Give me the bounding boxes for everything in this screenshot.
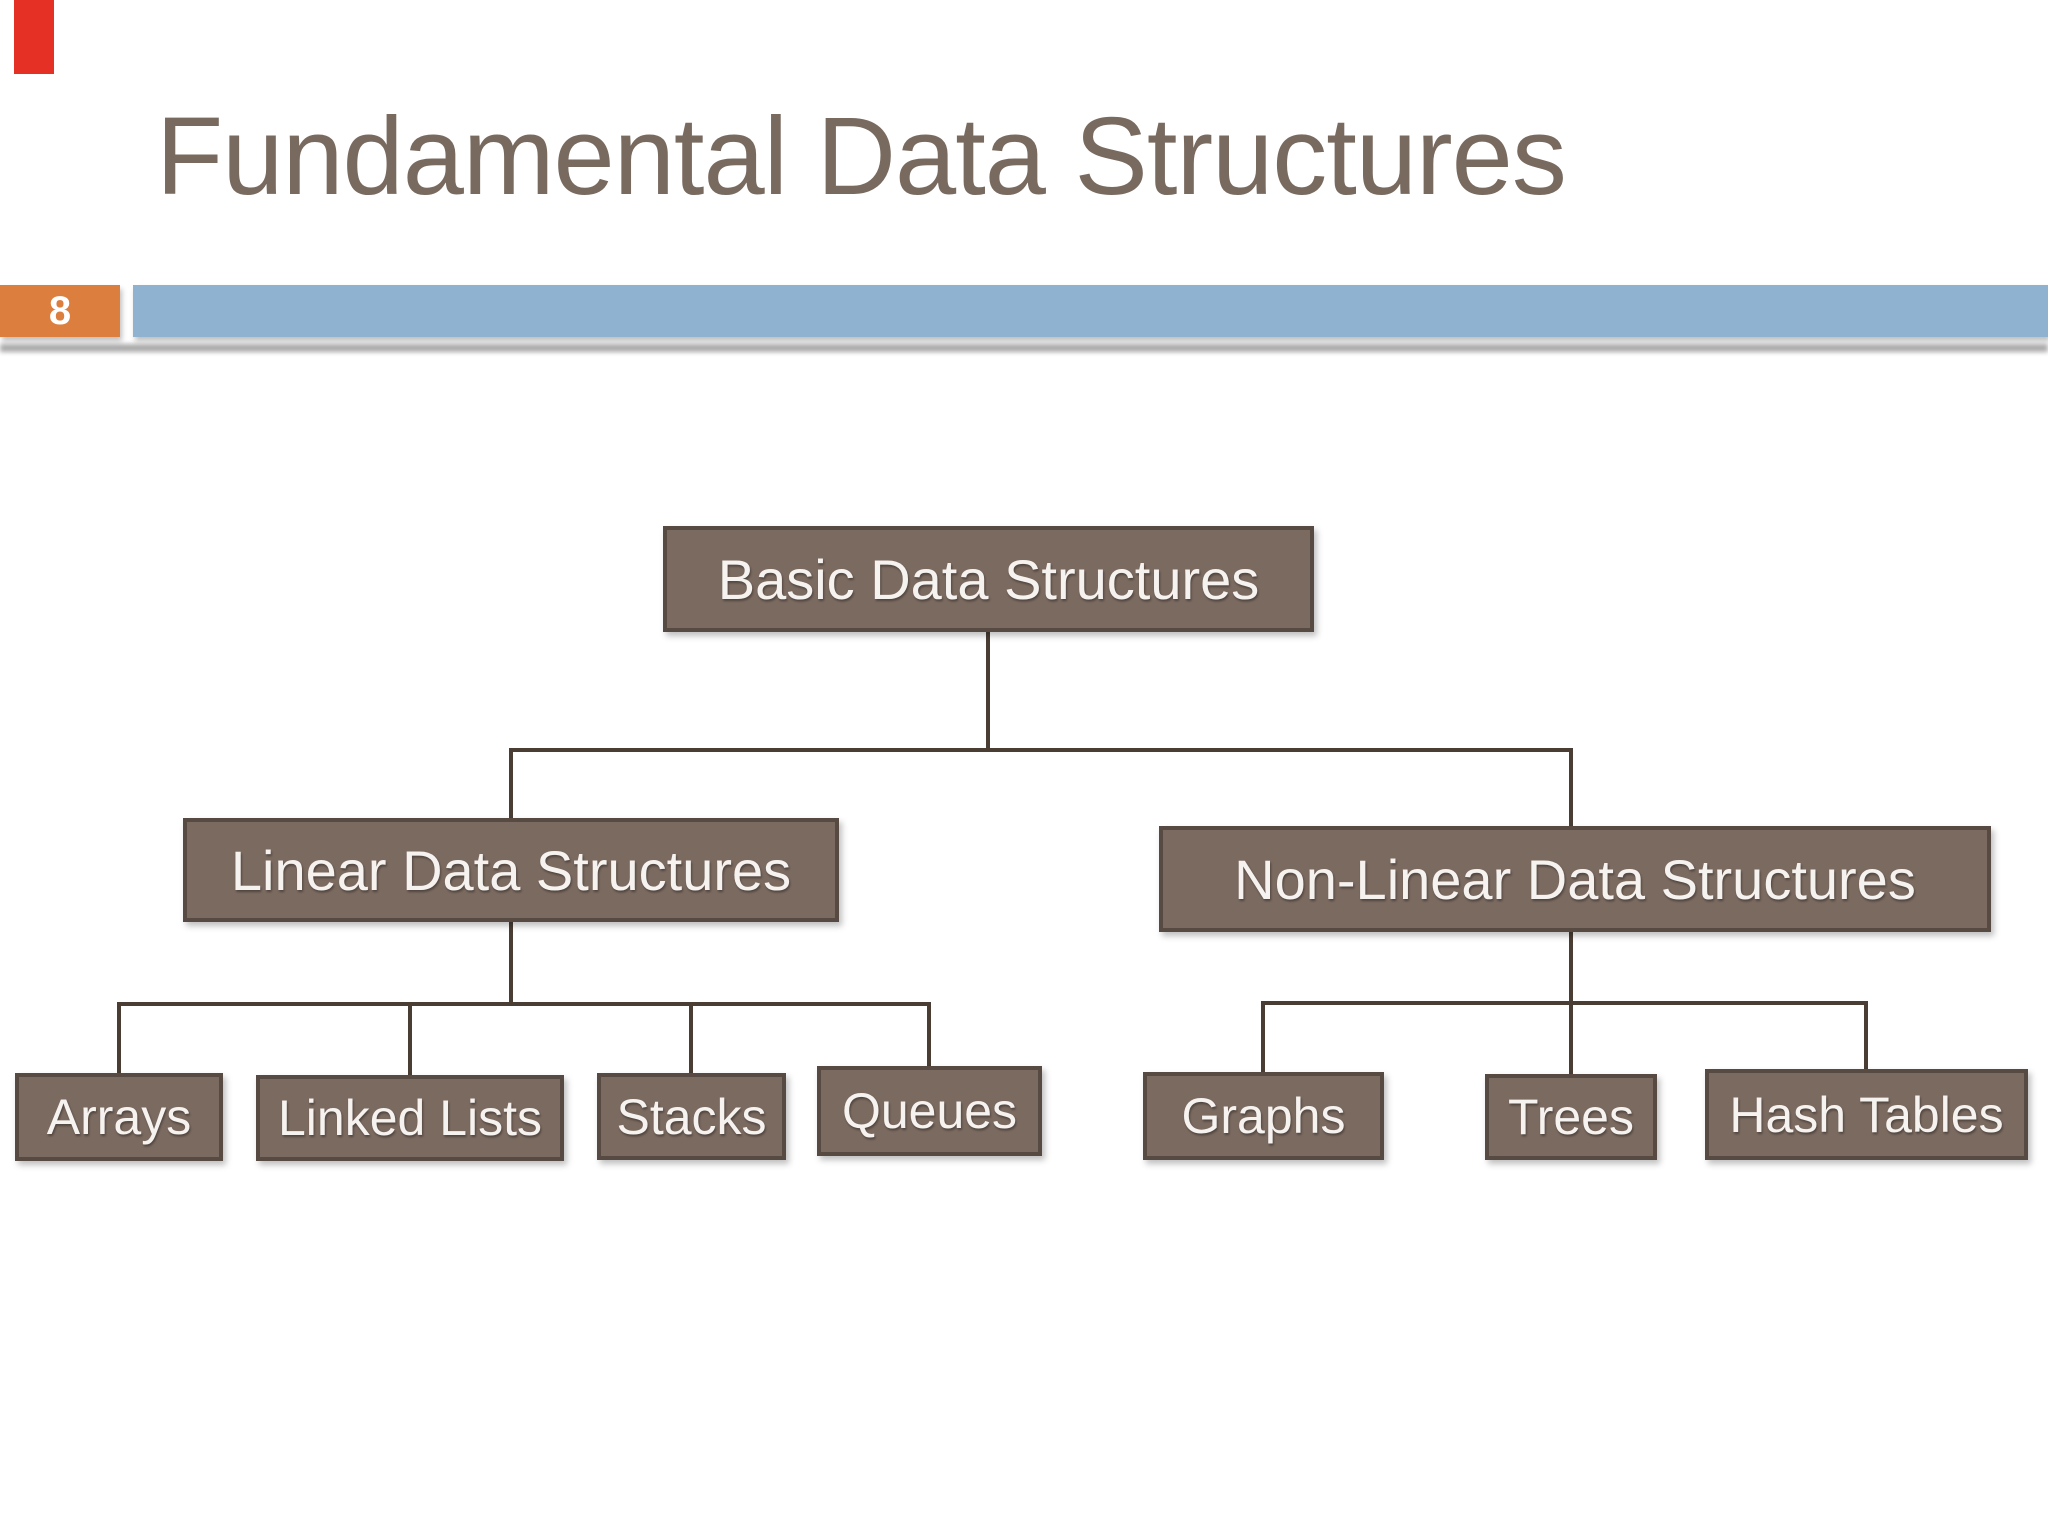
node-nonlinear-data-structures: Non-Linear Data Structures [1159, 826, 1991, 932]
node-linked-lists: Linked Lists [256, 1075, 564, 1161]
connector-stacks-drop [689, 1002, 693, 1075]
connector-arrays-drop [117, 1002, 121, 1075]
red-accent-tab [14, 0, 54, 74]
page-title: Fundamental Data Structures [156, 95, 1567, 218]
node-linear-data-structures: Linear Data Structures [183, 818, 839, 922]
node-queues: Queues [817, 1066, 1042, 1156]
node-stacks: Stacks [597, 1073, 786, 1160]
connector-l2-right-horizontal [1261, 1001, 1868, 1005]
connector-linked-lists-drop [408, 1002, 412, 1077]
node-hash-tables: Hash Tables [1705, 1069, 2028, 1160]
connector-linear-down [509, 922, 513, 1006]
node-graphs: Graphs [1143, 1072, 1384, 1160]
band-shadow [0, 344, 2048, 352]
connector-hash-tables-drop [1864, 1001, 1868, 1071]
connector-root-down [986, 632, 990, 752]
connector-nonlinear-down [1569, 932, 1573, 1005]
connector-graphs-drop [1261, 1001, 1265, 1074]
header-band: 8 [0, 285, 2048, 337]
connector-l1-horizontal [509, 748, 1573, 752]
blue-accent-bar [133, 285, 2048, 337]
connector-l2-left-horizontal [117, 1002, 931, 1006]
node-arrays: Arrays [15, 1073, 223, 1161]
page-number-badge: 8 [0, 285, 120, 337]
connector-queues-drop [927, 1002, 931, 1068]
connector-nonlinear-drop [1569, 748, 1573, 828]
connector-trees-drop [1569, 1001, 1573, 1076]
node-trees: Trees [1485, 1074, 1657, 1160]
node-basic-data-structures: Basic Data Structures [663, 526, 1314, 632]
connector-linear-drop [509, 748, 513, 820]
